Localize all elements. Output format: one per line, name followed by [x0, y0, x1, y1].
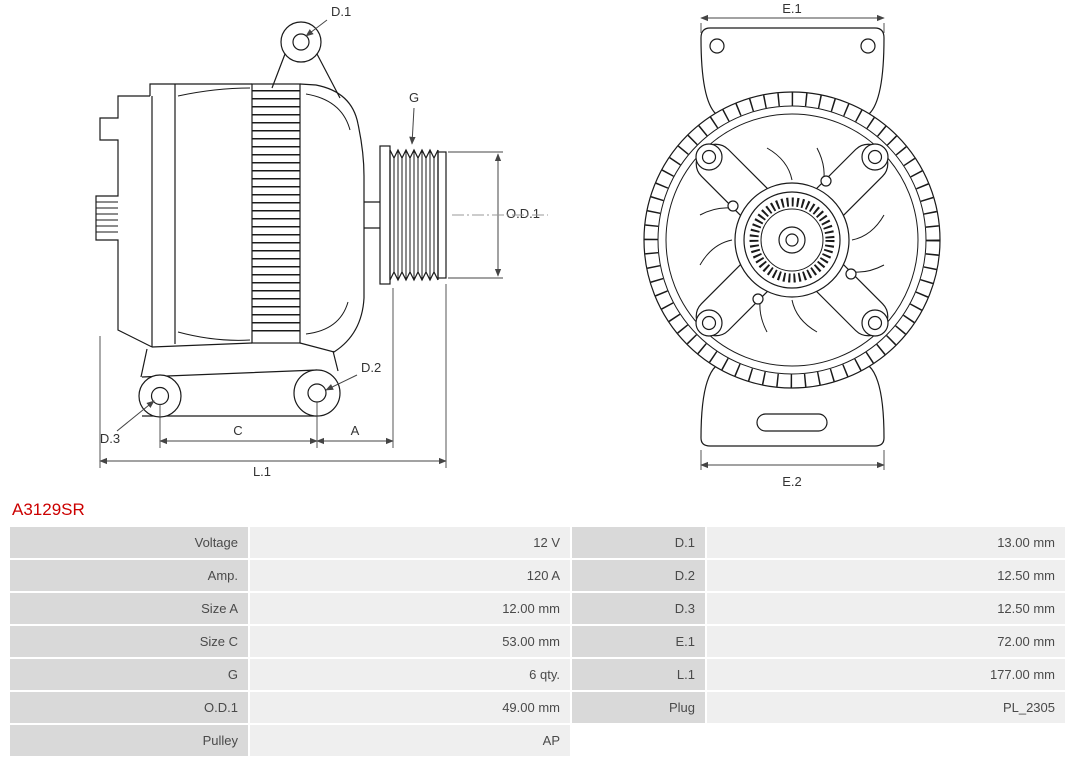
- mounting-lugs: [138, 348, 341, 418]
- spec-value: 12.00 mm: [250, 593, 570, 624]
- dim-label-g: G: [409, 90, 419, 105]
- dim-label-od1: O.D.1: [506, 206, 540, 221]
- spec-label: G: [10, 659, 248, 690]
- side-dimension-annotations: D.1 G O.D.1 D.3 D.2 C: [99, 4, 548, 479]
- bottom-bracket-slot: [756, 413, 828, 432]
- bottom-bracket: [700, 365, 885, 447]
- spec-value: 12.50 mm: [707, 560, 1065, 591]
- spec-label: L.1: [572, 659, 705, 690]
- dim-label-a: A: [351, 423, 360, 438]
- spec-label: D.3: [572, 593, 705, 624]
- part-number: A3129SR: [12, 500, 85, 519]
- spec-label: D.1: [572, 527, 705, 558]
- spec-value: 49.00 mm: [250, 692, 570, 723]
- spec-value: 6 qty.: [250, 659, 570, 690]
- pulley: [379, 145, 447, 285]
- dim-label-d1: D.1: [331, 4, 351, 19]
- dim-label-e2: E.2: [782, 474, 802, 489]
- dim-label-l1: L.1: [253, 464, 271, 479]
- spec-label: D.2: [572, 560, 705, 591]
- front-view: E.1 E.2: [643, 1, 941, 489]
- spec-value: 120 A: [250, 560, 570, 591]
- spec-value: 53.00 mm: [250, 626, 570, 657]
- dim-label-e1: E.1: [782, 1, 802, 16]
- spec-value: AP: [250, 725, 570, 756]
- spec-value: 12.50 mm: [707, 593, 1065, 624]
- dim-label-d3: D.3: [100, 431, 120, 446]
- spec-value: 12 V: [250, 527, 570, 558]
- spec-label: Amp.: [10, 560, 248, 591]
- alternator-body: [95, 21, 380, 353]
- spec-table: Voltage 12 V D.1 13.00 mm Amp. 120 A D.2…: [10, 527, 1065, 756]
- spec-label: O.D.1: [10, 692, 248, 723]
- spec-label-empty: [572, 725, 705, 756]
- top-bracket: [700, 27, 885, 115]
- side-view: D.1 G O.D.1 D.3 D.2 C: [95, 4, 548, 479]
- spec-value: 72.00 mm: [707, 626, 1065, 657]
- spec-value: 177.00 mm: [707, 659, 1065, 690]
- spec-label: Pulley: [10, 725, 248, 756]
- spec-label: E.1: [572, 626, 705, 657]
- technical-drawing: D.1 G O.D.1 D.3 D.2 C: [95, 1, 941, 489]
- hub-pulley: [734, 182, 850, 298]
- spec-label: Size A: [10, 593, 248, 624]
- spec-label: Voltage: [10, 527, 248, 558]
- spec-label: Plug: [572, 692, 705, 723]
- spec-value: PL_2305: [707, 692, 1065, 723]
- front-dimension-annotations: E.1 E.2: [700, 1, 885, 489]
- spec-label: Size C: [10, 626, 248, 657]
- spec-value: 13.00 mm: [707, 527, 1065, 558]
- dim-label-c: C: [233, 423, 242, 438]
- dim-label-d2: D.2: [361, 360, 381, 375]
- spec-value-empty: [707, 725, 1065, 756]
